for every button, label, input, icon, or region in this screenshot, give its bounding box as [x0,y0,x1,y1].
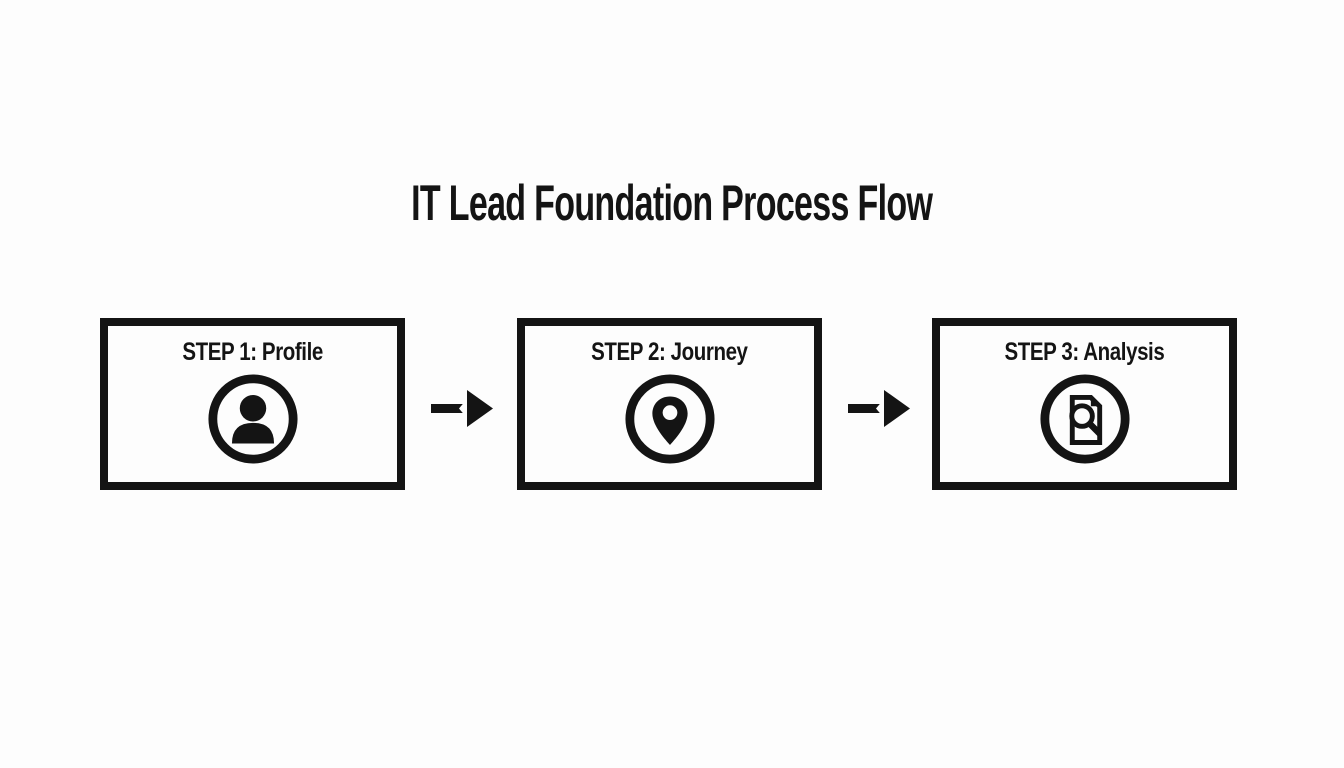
step-box-journey: STEP 2: Journey [517,318,822,490]
step-box-analysis: STEP 3: Analysis [932,318,1237,490]
arrow-right-icon [429,384,497,432]
location-pin-icon [623,372,717,466]
user-icon [206,372,300,466]
step-box-profile: STEP 1: Profile [100,318,405,490]
step-label: STEP 2: Journey [591,338,748,366]
document-search-icon [1038,372,1132,466]
step-label: STEP 3: Analysis [1004,338,1165,366]
arrow-right-icon [846,384,914,432]
step-label: STEP 1: Profile [182,338,323,366]
page-title: IT Lead Foundation Process Flow [411,175,933,231]
